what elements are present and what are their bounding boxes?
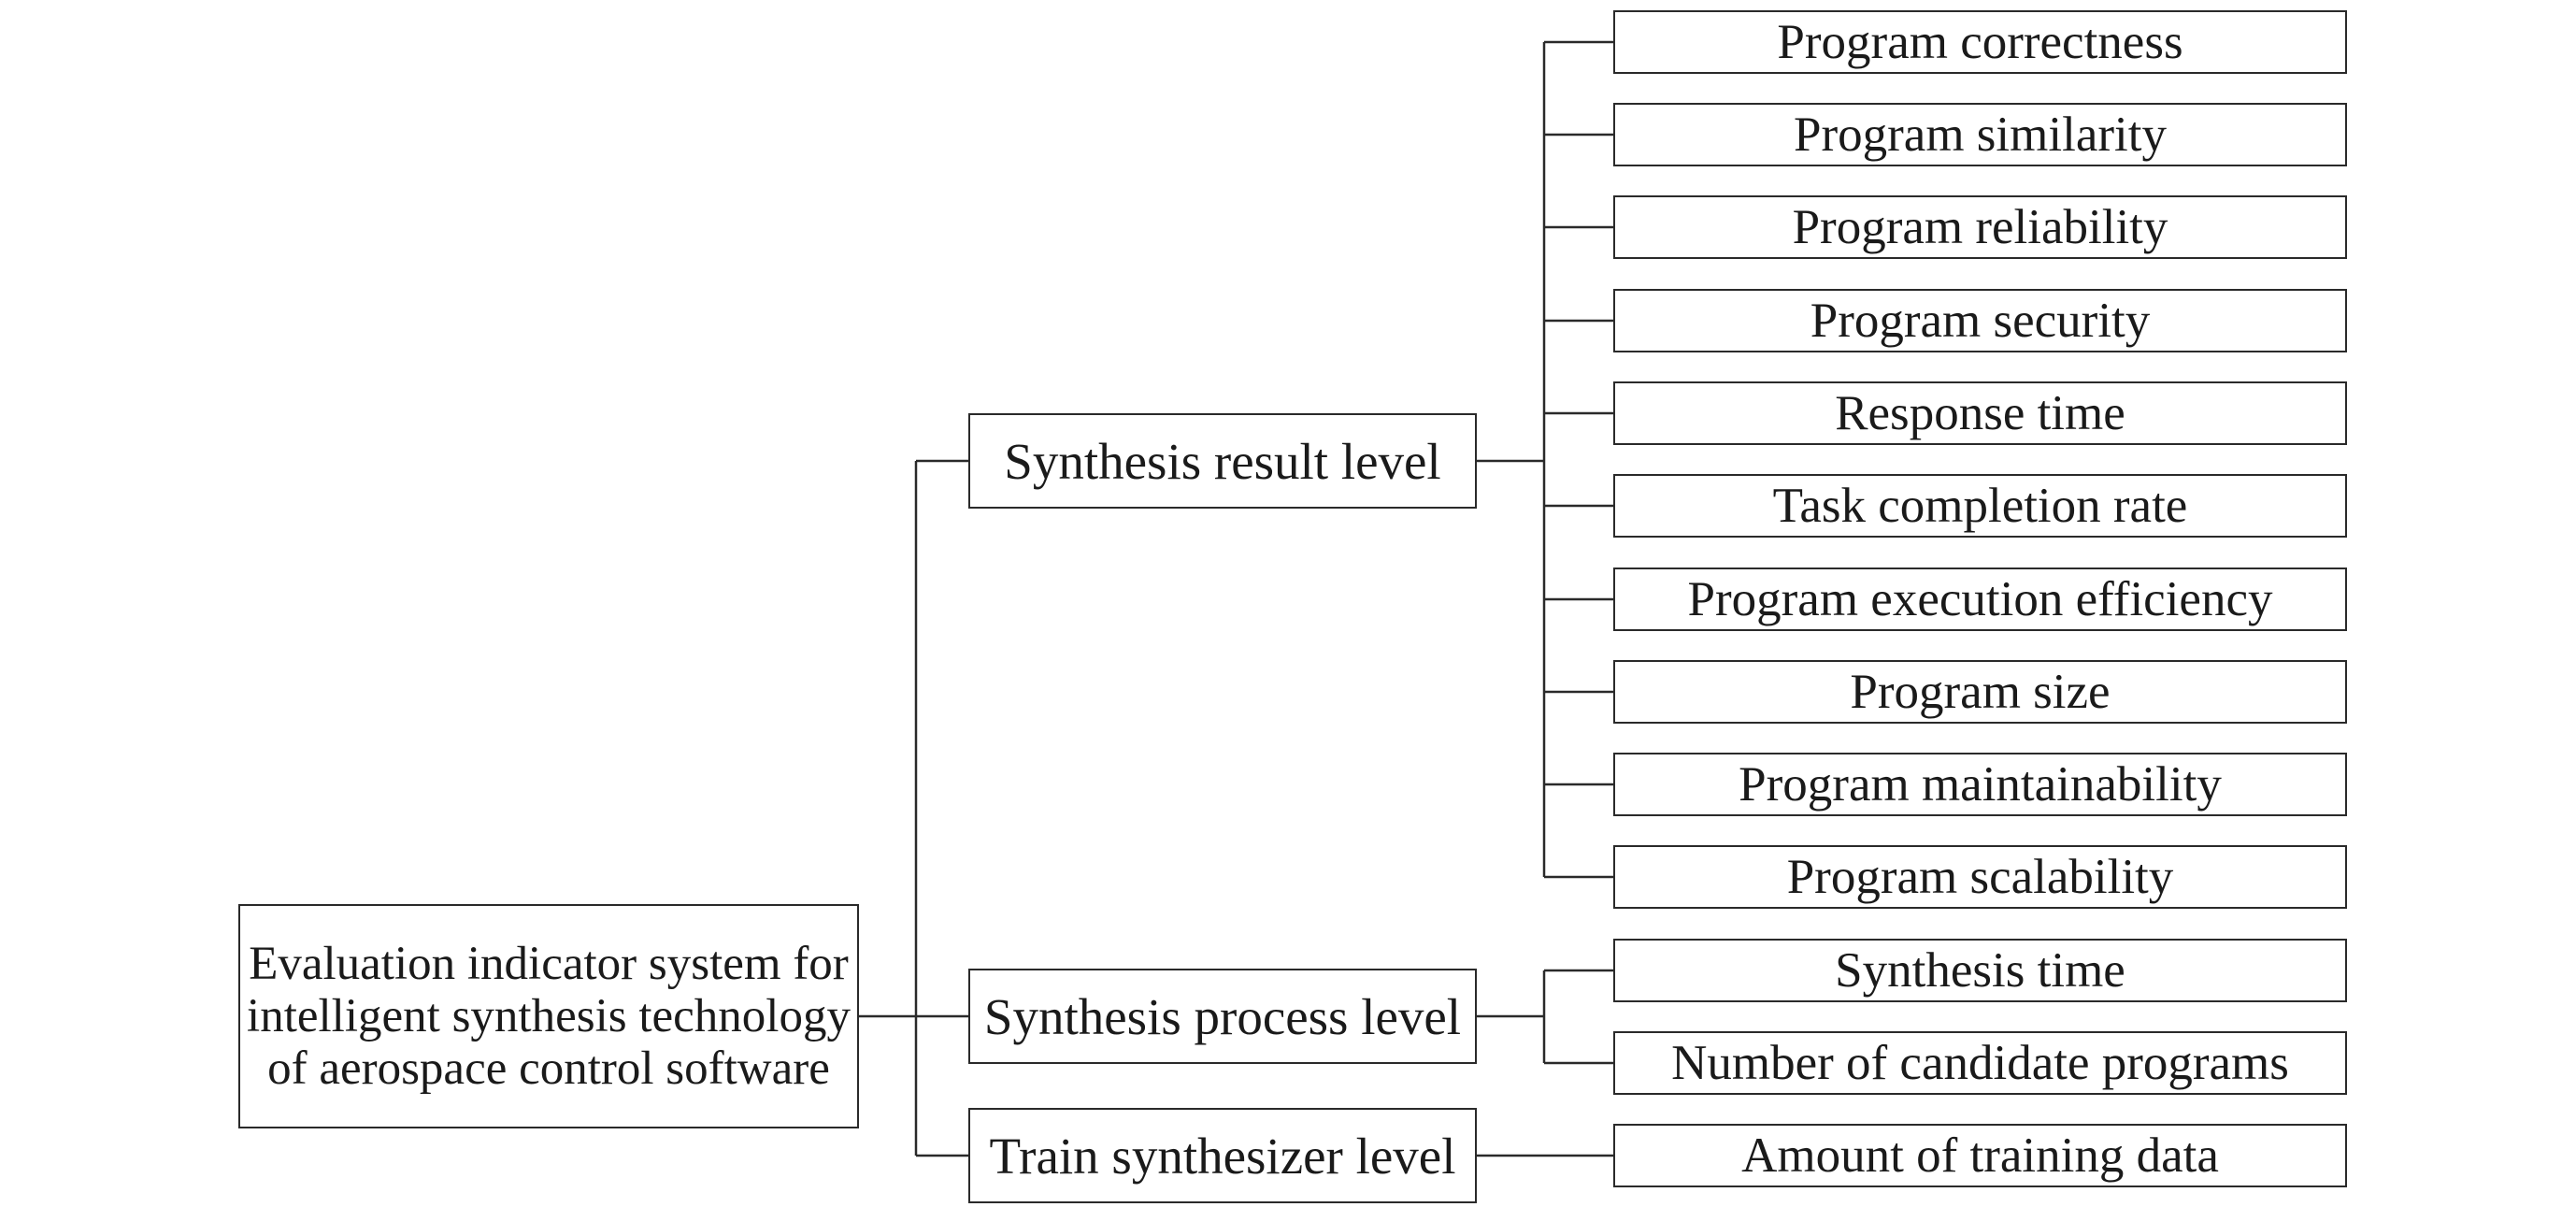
indicator-label: Program security <box>1810 294 2151 348</box>
indicator-amount-of-training-data: Amount of training data <box>1613 1124 2347 1187</box>
indicator-label: Program size <box>1850 665 2111 719</box>
indicator-program-scalability: Program scalability <box>1613 845 2347 909</box>
level-node-synthesis-result: Synthesis result level <box>968 413 1477 509</box>
indicator-synthesis-time: Synthesis time <box>1613 939 2347 1002</box>
indicator-number-of-candidate-programs: Number of candidate programs <box>1613 1031 2347 1095</box>
indicator-label: Program execution efficiency <box>1687 572 2273 626</box>
root-node-label: Evaluation indicator system for intellig… <box>247 938 851 1095</box>
indicator-task-completion-rate: Task completion rate <box>1613 474 2347 538</box>
indicator-label: Amount of training data <box>1741 1128 2219 1183</box>
root-node: Evaluation indicator system for intellig… <box>238 904 859 1128</box>
indicator-label: Program correctness <box>1777 15 2183 69</box>
indicator-program-maintainability: Program maintainability <box>1613 753 2347 816</box>
indicator-label: Task completion rate <box>1772 479 2188 533</box>
level-node-label: Synthesis result level <box>1004 432 1441 490</box>
indicator-label: Program scalability <box>1786 850 2174 904</box>
indicator-program-execution-efficiency: Program execution efficiency <box>1613 568 2347 631</box>
indicator-label: Program maintainability <box>1739 757 2222 812</box>
indicator-program-reliability: Program reliability <box>1613 195 2347 259</box>
level-node-label: Synthesis process level <box>983 987 1462 1045</box>
level-node-synthesis-process: Synthesis process level <box>968 969 1477 1064</box>
indicator-label: Synthesis time <box>1835 943 2125 998</box>
indicator-response-time: Response time <box>1613 381 2347 445</box>
indicator-program-size: Program size <box>1613 660 2347 724</box>
level-node-label: Train synthesizer level <box>989 1127 1456 1185</box>
indicator-label: Program reliability <box>1792 200 2168 254</box>
indicator-label: Program similarity <box>1794 108 2167 162</box>
indicator-program-security: Program security <box>1613 289 2347 352</box>
indicator-label: Response time <box>1835 386 2125 440</box>
indicator-program-correctness: Program correctness <box>1613 10 2347 74</box>
indicator-label: Number of candidate programs <box>1671 1036 2289 1090</box>
indicator-program-similarity: Program similarity <box>1613 103 2347 166</box>
level-node-train-synthesizer: Train synthesizer level <box>968 1108 1477 1203</box>
